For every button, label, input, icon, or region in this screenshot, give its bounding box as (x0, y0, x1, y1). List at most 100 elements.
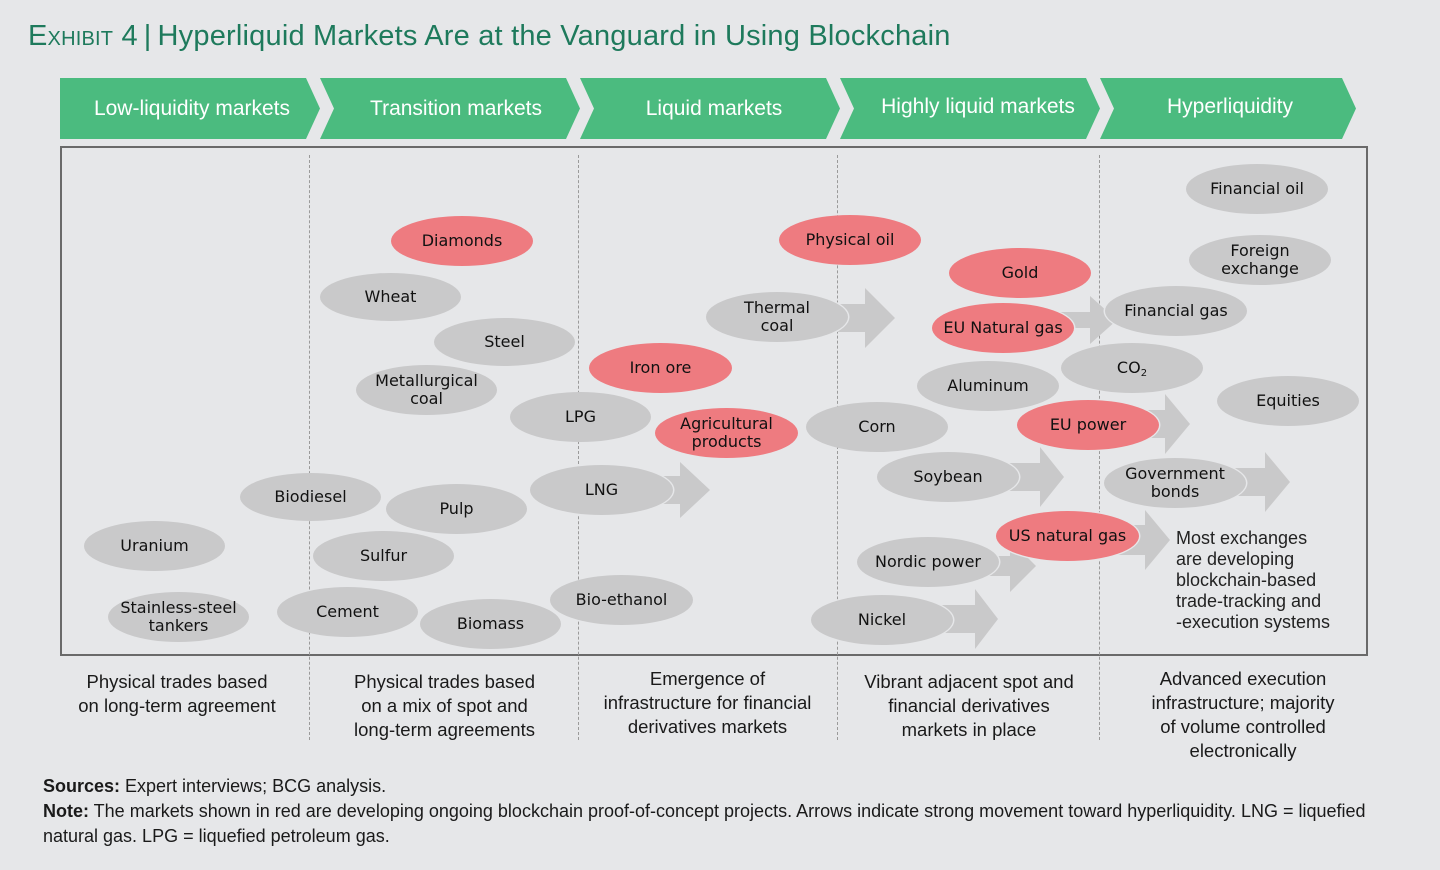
market-wheat: Wheat (320, 273, 461, 321)
market-label: Nickel (857, 610, 907, 629)
stage-description-transition: Physical trades based on a mix of spot a… (322, 670, 567, 742)
description-line: electronically (1189, 740, 1297, 761)
description-line: Advanced execution (1159, 668, 1327, 689)
divider-1 (309, 155, 310, 740)
arrow-nickel (930, 589, 998, 649)
market-label: Diamonds (421, 231, 503, 250)
market-eu-power: EU power (1017, 400, 1159, 450)
exhibit-title: Exhibit 4|Hyperliquid Markets Are at the… (28, 20, 951, 53)
footnotes: Sources: Expert interviews; BCG analysis… (43, 774, 1413, 849)
description-line: Vibrant adjacent spot and (864, 671, 1074, 692)
label-line: Government (1125, 464, 1225, 483)
stage-label-highly-liquid: Highly liquid markets (881, 94, 1075, 118)
description-line: infrastructure; majority (1151, 692, 1335, 713)
market-soybean: Soybean (877, 452, 1019, 502)
market-lng: LNG (530, 465, 673, 515)
label-base: CO (1116, 358, 1141, 377)
market-cement: Cement (277, 587, 418, 637)
note-text: The markets shown in red are developing … (43, 801, 1366, 846)
description-line: derivatives markets (627, 716, 788, 737)
market-label: US natural gas (1008, 526, 1127, 545)
market-diamonds: Diamonds (391, 216, 533, 266)
label-line: Metallurgical (375, 371, 478, 390)
arrow-government-bonds (1220, 452, 1290, 512)
market-label: Physical oil (805, 230, 895, 249)
market-label: EU Natural gas (943, 318, 1063, 337)
sources-text: Expert interviews; BCG analysis. (120, 776, 387, 796)
market-biodiesel: Biodiesel (240, 473, 381, 521)
stage-description-highly-liquid: Vibrant adjacent spot and financial deri… (841, 670, 1097, 742)
market-label: Financial oil (1210, 179, 1304, 198)
label-line: tankers (148, 616, 209, 635)
market-us-natural-gas: US natural gas (996, 511, 1139, 561)
divider-2 (578, 155, 579, 740)
market-steel: Steel (434, 318, 575, 366)
market-label: Iron ore (629, 358, 692, 377)
exhibit-number: Exhibit 4 (28, 20, 138, 52)
description-line: financial derivatives (888, 695, 1050, 716)
label-line: products (691, 432, 762, 451)
market-label: Nordic power (875, 552, 981, 571)
market-lpg: LPG (510, 392, 651, 442)
arrow-thermal-coal (810, 288, 895, 348)
market-co2: CO2 (1061, 343, 1203, 393)
market-label: Bio-ethanol (575, 590, 668, 609)
market-pulp: Pulp (386, 484, 527, 534)
market-label: Biodiesel (274, 487, 347, 506)
stage-label-low-liquidity: Low-liquidity markets (93, 96, 291, 120)
description-line: of volume controlled (1160, 716, 1326, 737)
stage-label-hyperliquidity: Hyperliquidity (1166, 94, 1294, 118)
market-gold: Gold (949, 248, 1091, 298)
market-label: Aluminum (947, 376, 1029, 395)
description-line: on long-term agreement (78, 695, 276, 716)
description-line: Emergence of (649, 668, 766, 689)
label-line: bonds (1150, 482, 1200, 501)
arrow-eu-natural-gas (1040, 296, 1117, 344)
arrow-soybean (990, 447, 1064, 507)
sources-label: Sources: (43, 776, 121, 796)
callout-line: trade-tracking and (1176, 591, 1322, 611)
callout-line: blockchain-based (1176, 570, 1317, 590)
label-subscript: 2 (1140, 368, 1148, 379)
note-line: Note: The markets shown in red are devel… (43, 799, 1413, 849)
description-line: long-term agreements (354, 719, 535, 740)
stage-label-liquid: Liquid markets (645, 96, 783, 120)
market-bio-ethanol: Bio-ethanol (550, 575, 693, 625)
market-sulfur: Sulfur (313, 531, 454, 581)
label-line: Agricultural (680, 414, 773, 433)
market-label: Sulfur (359, 546, 408, 565)
market-aluminum: Aluminum (917, 361, 1059, 411)
market-financial-gas: Financial gas (1105, 286, 1247, 336)
description-line: on a mix of spot and (361, 695, 528, 716)
market-biomass: Biomass (420, 599, 561, 649)
stage-label-transition: Transition markets (370, 96, 542, 120)
market-label: EU power (1049, 415, 1127, 434)
title-text: Hyperliquid Markets Are at the Vanguard … (157, 20, 951, 52)
market-label: Gold (1001, 263, 1039, 282)
note-label: Note: (43, 801, 89, 821)
callout-line: Most exchanges (1176, 528, 1308, 548)
market-label: LNG (584, 480, 619, 499)
description-line: Physical trades based (86, 671, 268, 692)
label-line: Stainless-steel (120, 598, 237, 617)
market-label: Wheat (364, 287, 417, 306)
market-corn: Corn (806, 402, 948, 452)
market-nordic-power: Nordic power (857, 537, 999, 587)
label-line: coal (760, 316, 794, 335)
label-line: Foreign (1230, 241, 1290, 260)
title-separator: | (143, 20, 152, 52)
market-label: LPG (565, 407, 596, 426)
label-line: Thermal (744, 298, 810, 317)
market-label: Financial gas (1124, 301, 1228, 320)
market-label: Soybean (913, 467, 983, 486)
market-label: Biomass (456, 614, 525, 633)
